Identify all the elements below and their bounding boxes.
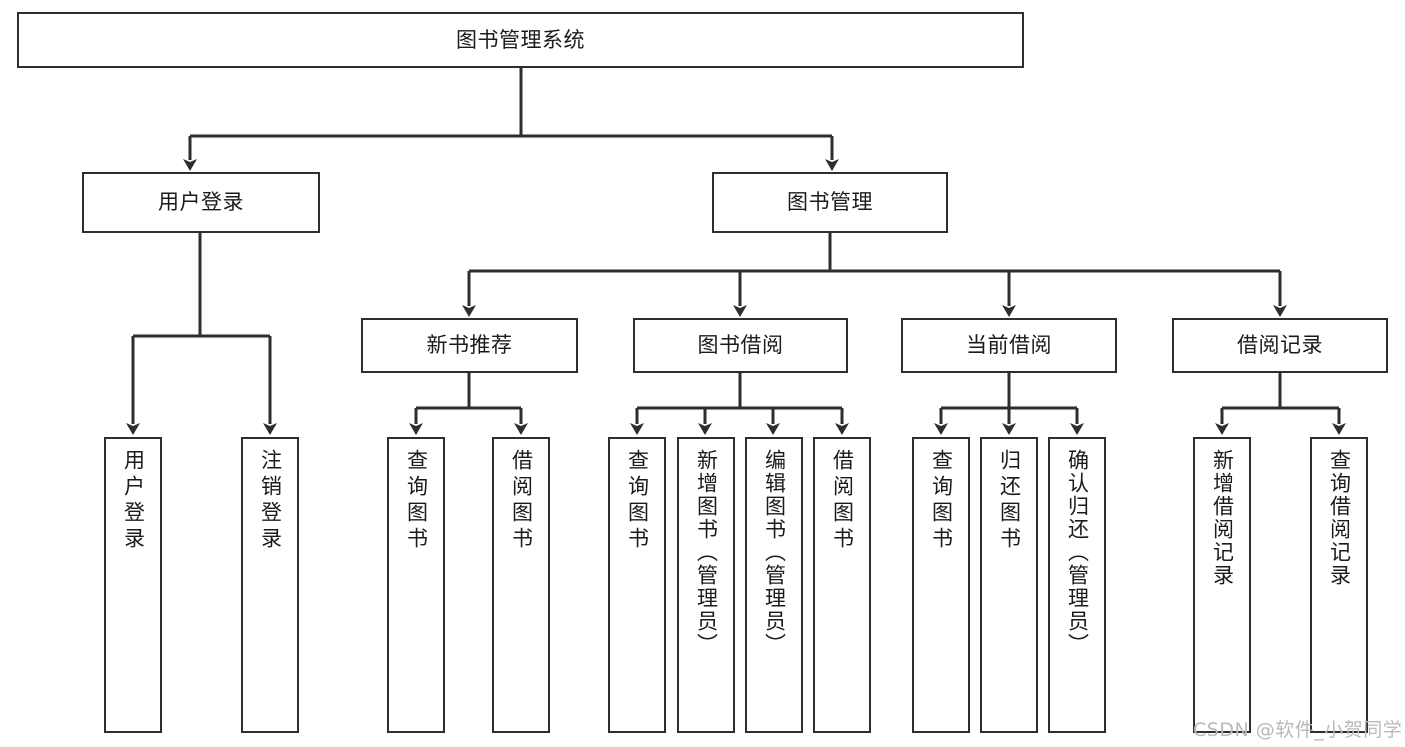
leaf-query-book-borrow[interactable]: 查询图书 <box>608 437 666 733</box>
leaf-user-login[interactable]: 用户登录 <box>104 437 162 733</box>
leaf-query-borrow-record[interactable]: 查询借阅记录 <box>1310 437 1368 733</box>
node-label: 归还图书 <box>997 449 1022 553</box>
node-label: 图书借阅 <box>697 333 784 358</box>
node-label: 新增借阅记录 <box>1210 449 1235 587</box>
node-label: 借阅图书 <box>830 449 855 553</box>
leaf-query-book-current[interactable]: 查询图书 <box>912 437 970 733</box>
node-label: 借阅记录 <box>1237 333 1323 358</box>
node-book-manage[interactable]: 图书管理 <box>712 172 948 233</box>
node-label: 查询图书 <box>625 449 650 553</box>
node-label: 新书推荐 <box>426 333 513 358</box>
node-label: 图书管理系统 <box>456 27 585 52</box>
node-label: 新增图书（管理员） <box>694 449 719 656</box>
node-label: 用户登录 <box>158 190 244 215</box>
node-label: 注销登录 <box>258 449 283 553</box>
leaf-add-book-admin[interactable]: 新增图书（管理员） <box>677 437 735 733</box>
leaf-query-book-recommend[interactable]: 查询图书 <box>387 437 445 733</box>
node-label: 查询图书 <box>404 449 429 553</box>
watermark-csdn: CSDN @软件_小贺同学 <box>1193 719 1403 741</box>
node-label: 编辑图书（管理员） <box>762 449 787 656</box>
leaf-return-book[interactable]: 归还图书 <box>980 437 1038 733</box>
node-new-book-recommend[interactable]: 新书推荐 <box>361 318 578 373</box>
node-user-login[interactable]: 用户登录 <box>82 172 320 233</box>
node-label: 用户登录 <box>121 449 146 553</box>
leaf-logout-login[interactable]: 注销登录 <box>241 437 299 733</box>
node-label: 图书管理 <box>787 190 873 215</box>
node-label: 借阅图书 <box>509 449 534 553</box>
node-label: 查询图书 <box>929 449 954 553</box>
node-borrow-record[interactable]: 借阅记录 <box>1172 318 1388 373</box>
leaf-borrow-book-recommend[interactable]: 借阅图书 <box>492 437 550 733</box>
node-current-borrow[interactable]: 当前借阅 <box>901 318 1117 373</box>
node-label: 当前借阅 <box>966 333 1052 358</box>
leaf-edit-book-admin[interactable]: 编辑图书（管理员） <box>745 437 803 733</box>
node-label: 查询借阅记录 <box>1327 449 1352 587</box>
node-label: 确认归还（管理员） <box>1065 449 1090 656</box>
leaf-confirm-return-admin[interactable]: 确认归还（管理员） <box>1048 437 1106 733</box>
node-book-borrow[interactable]: 图书借阅 <box>633 318 848 373</box>
leaf-add-borrow-record[interactable]: 新增借阅记录 <box>1193 437 1251 733</box>
node-root-system[interactable]: 图书管理系统 <box>17 12 1024 68</box>
leaf-borrow-book-borrow[interactable]: 借阅图书 <box>813 437 871 733</box>
